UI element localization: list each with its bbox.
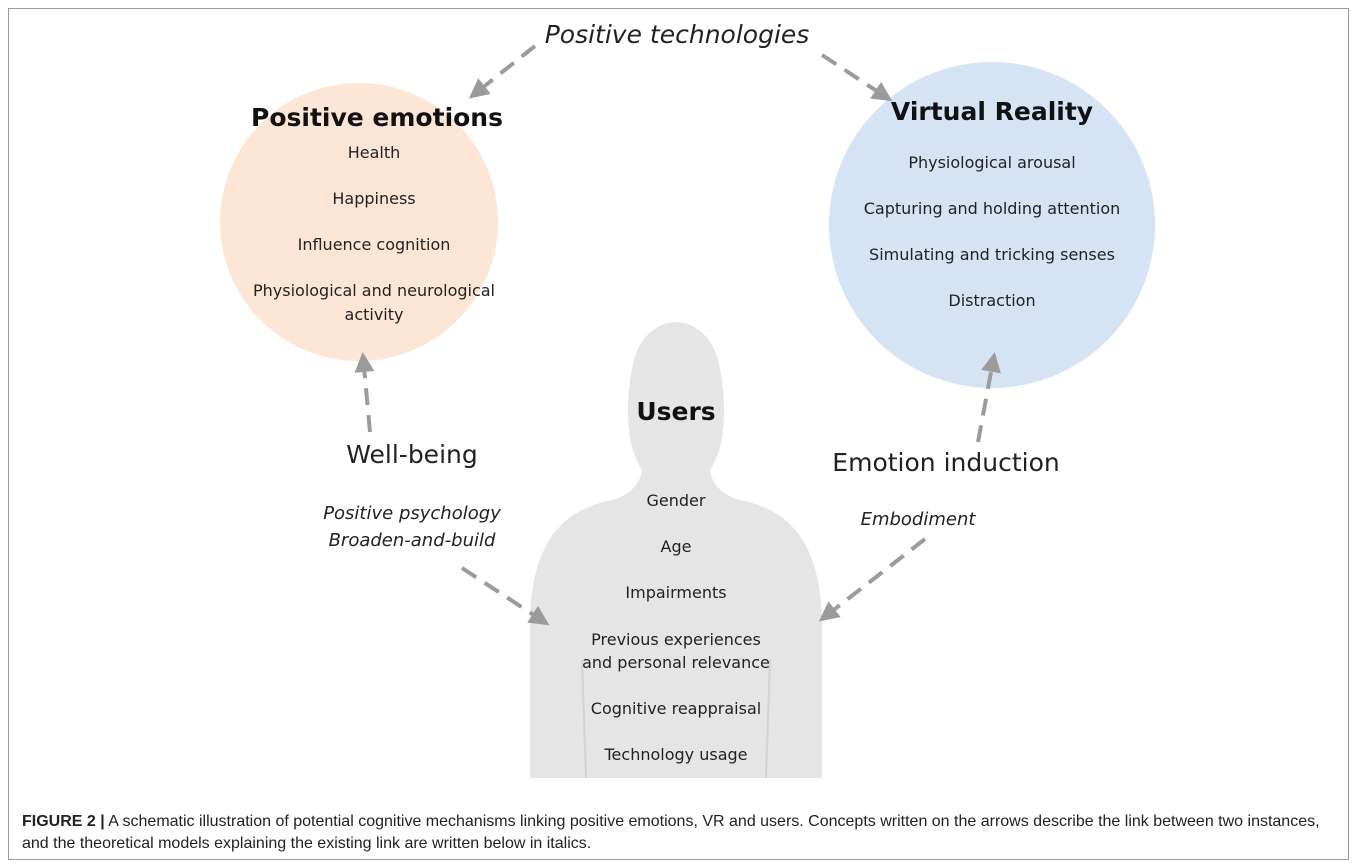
users-arm-line-right [765,659,771,779]
arrow-top-left [468,44,537,99]
top-link-label: Positive technologies [544,20,810,49]
arrow-right-up [976,352,1001,443]
virtual-reality-item: Distraction [948,291,1036,310]
positive-emotions-item: activity [344,305,404,324]
arrow-top-right [820,53,893,102]
virtual-reality-item: Simulating and tricking senses [869,245,1115,264]
virtual-reality-circle [829,62,1155,388]
left-link-model: Positive psychology [323,503,501,524]
users-arm-line-left [581,659,587,779]
users-silhouette [530,322,822,778]
users-item: Gender [646,491,706,510]
virtual-reality-item: Physiological arousal [908,153,1076,172]
positive-emotions-item: Physiological and neurological [252,281,496,300]
virtual-reality-title: Virtual Reality [890,97,1094,126]
users-item: Cognitive reappraisal [590,699,762,718]
caption-text: A schematic illustration of potential co… [22,813,1320,852]
users-item: Technology usage [604,745,748,764]
positive-emotions-item: Happiness [332,189,416,208]
positive-emotions-circle [220,83,498,361]
figure-frame [8,8,1349,860]
arrow-left-up [354,352,375,433]
figure-caption: FIGURE 2 | A schematic illustration of p… [22,811,1332,855]
left-link-label: Well-being [346,440,478,469]
users-title: Users [636,397,716,426]
left-link-model: Broaden-and-build [328,530,496,551]
positive-emotions-title: Positive emotions [251,103,503,132]
users-item: Impairments [625,583,727,602]
figure-label: FIGURE 2 | [22,813,105,830]
right-link-model: Embodiment [860,509,976,530]
right-link-label: Emotion induction [832,448,1060,477]
arrow-right-down [818,537,927,622]
users-item: Previous experiences [591,630,761,649]
positive-emotions-item: Influence cognition [297,235,451,254]
arrow-left-down [460,566,550,626]
positive-emotions-item: Health [347,143,401,162]
users-item: Age [660,537,692,556]
arrows [354,44,1001,626]
virtual-reality-item: Capturing and holding attention [863,199,1121,218]
users-item: and personal relevance [582,653,770,672]
